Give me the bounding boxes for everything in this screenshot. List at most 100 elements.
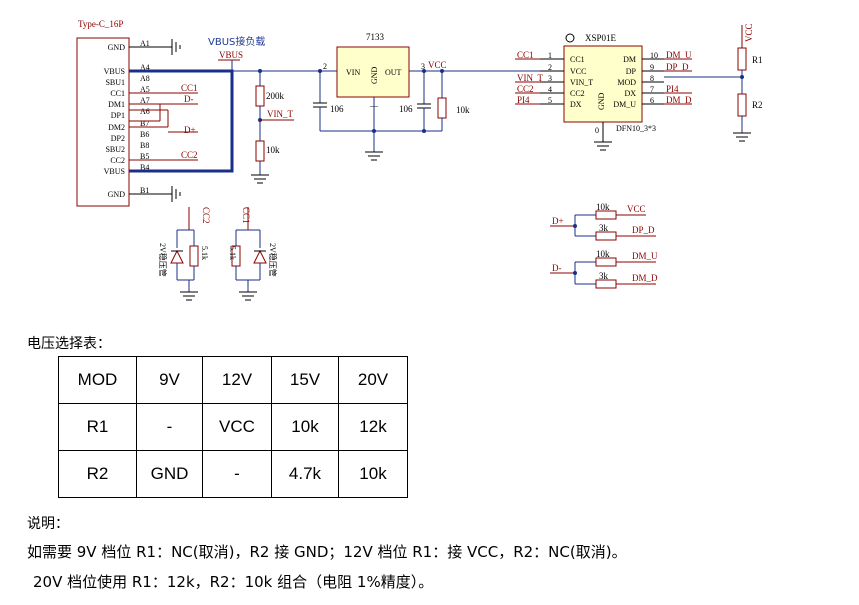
- connector-pin-number: A8: [140, 74, 150, 83]
- connector-pin-name: GND: [108, 190, 126, 199]
- notes-title: 说明：: [27, 516, 69, 532]
- cap-106-a-label: 106: [330, 104, 344, 114]
- connector-pin-name: DP1: [111, 111, 125, 120]
- chip-pad: 0: [595, 126, 599, 135]
- connector-pin-name: DP2: [111, 134, 125, 143]
- table-cell: R2: [58, 450, 137, 498]
- connector-pin-name: DM1: [108, 100, 125, 109]
- voltage-table-title: 电压选择表：: [27, 336, 111, 352]
- table-header-cell: 9V: [136, 356, 203, 404]
- table-cell: -: [136, 403, 203, 451]
- net-label-cc1: CC1: [181, 83, 198, 93]
- connector-pin-name: SBU2: [105, 145, 125, 154]
- chip-left-pin: VCC: [570, 67, 586, 76]
- vbus-label: VBUS: [219, 50, 243, 60]
- chip-left-net: VIN_T: [517, 73, 543, 83]
- chip-right-pin: DM_U: [613, 100, 636, 109]
- chip-left-net: CC2: [517, 84, 534, 94]
- ds-net-top2: DP_D: [632, 225, 655, 235]
- reg-pin-in: 2: [323, 62, 327, 71]
- zener-label-b: 2V稳压管: [268, 243, 278, 277]
- connector-pin-number: B8: [140, 141, 149, 150]
- dminus-resistor-network: D- 10k DM_U 3k DM_D: [550, 249, 658, 289]
- cap-106-input: 106: [313, 69, 344, 131]
- ds-dminus: D-: [552, 263, 562, 273]
- table-cell: VCC: [202, 403, 272, 451]
- divider-vcc: VCC: [744, 23, 754, 42]
- net-label-cc2: CC2: [181, 150, 198, 160]
- ground-symbol-b1: [129, 186, 181, 202]
- res-label-a: 5.1k: [200, 246, 209, 260]
- chip-left-net: CC1: [517, 50, 534, 60]
- chip-right-pin: DP: [626, 67, 637, 76]
- note-line-2: 20V 档位使用 R1：12k，R2：10k 组合（电阻 1%精度）。: [33, 573, 434, 591]
- connector-pin-number: B5: [140, 152, 149, 161]
- connector-pin-number: A7: [140, 96, 150, 105]
- chip-left-pin-number: 3: [548, 74, 552, 83]
- r-10k-b-label: 10k: [456, 105, 470, 115]
- chip-right-pin-number: 6: [650, 96, 654, 105]
- cap-106-output: 106: [399, 71, 431, 133]
- r-10k-output: 10k: [437, 71, 470, 131]
- connector-pin-number: A1: [140, 39, 150, 48]
- divider-r2: R2: [752, 100, 763, 110]
- divider-r1: R1: [752, 55, 763, 65]
- ds-net-bot2: DM_D: [632, 273, 658, 283]
- svg-text:—: —: [369, 101, 379, 110]
- connector-pin-number: A5: [140, 85, 150, 94]
- reg-gnd: GND: [370, 66, 379, 84]
- ds-r-top2: 3k: [599, 223, 609, 233]
- regulator-name: 7133: [366, 32, 385, 42]
- connector-pin-name: CC2: [110, 156, 125, 165]
- chip-right-pin: DX: [624, 89, 636, 98]
- chip-gnd: GND: [597, 92, 606, 110]
- cc1-net: CC1: [241, 207, 251, 224]
- r-10k-a-label: 10k: [266, 145, 280, 155]
- chip-left-pin: CC1: [570, 55, 585, 64]
- cc2-net: CC2: [201, 207, 211, 224]
- chip-left-pin: DX: [570, 100, 582, 109]
- net-label-dminus: D-: [184, 94, 194, 104]
- connector-pin-name: VBUS: [104, 167, 125, 176]
- connector-pin-name: CC1: [110, 89, 125, 98]
- ds-net-top1: VCC: [627, 204, 646, 214]
- connector-pin-number: B4: [140, 163, 149, 172]
- connector-pin-number: A6: [140, 107, 150, 116]
- table-header-cell: 12V: [202, 356, 272, 404]
- table-header-cell: MOD: [58, 356, 137, 404]
- table-cell: 10k: [338, 450, 408, 498]
- note-line-1: 如需要 9V 档位 R1：NC(取消)，R2 接 GND；12V 档位 R1：接…: [27, 543, 627, 561]
- connector-pin-name: GND: [108, 43, 126, 52]
- chip-right-net: PI4: [666, 84, 679, 94]
- vbus-bus: [129, 69, 234, 173]
- chip-right-pin: DM: [623, 55, 636, 64]
- connector-pin-name: VBUS: [104, 67, 125, 76]
- cap-106-b-label: 106: [399, 104, 413, 114]
- xsp01e-chip: XSP01E CC11VCC2VIN_T3CC24DX5CC1VIN_TCC2P…: [515, 33, 692, 151]
- chip-left-pin-number: 1: [548, 51, 552, 60]
- vin-t-label: VIN_T: [267, 109, 293, 119]
- reg-vin: VIN: [346, 68, 360, 77]
- table-cell: 12k: [338, 403, 408, 451]
- chip-right-net: DM_D: [666, 95, 692, 105]
- chip-right-pin-number: 7: [650, 85, 654, 94]
- vin-divider: 200k VIN_T 10k: [251, 71, 294, 184]
- table-cell: R1: [58, 403, 137, 451]
- ground-symbol-a1: [129, 39, 181, 55]
- table-cell: -: [202, 450, 272, 498]
- chip-right-pin-number: 9: [650, 63, 654, 72]
- chip-right-pin-number: 10: [650, 51, 658, 60]
- chip-right-net: DP_D: [666, 62, 689, 72]
- connector-pin-number: B7: [140, 119, 149, 128]
- res-label-b: 5.1k: [228, 246, 237, 260]
- ds-r-bot2: 3k: [599, 271, 609, 281]
- vcc-label: VCC: [428, 60, 447, 70]
- chip-left-net: PI4: [517, 95, 530, 105]
- chip-left-pin-number: 2: [548, 63, 552, 72]
